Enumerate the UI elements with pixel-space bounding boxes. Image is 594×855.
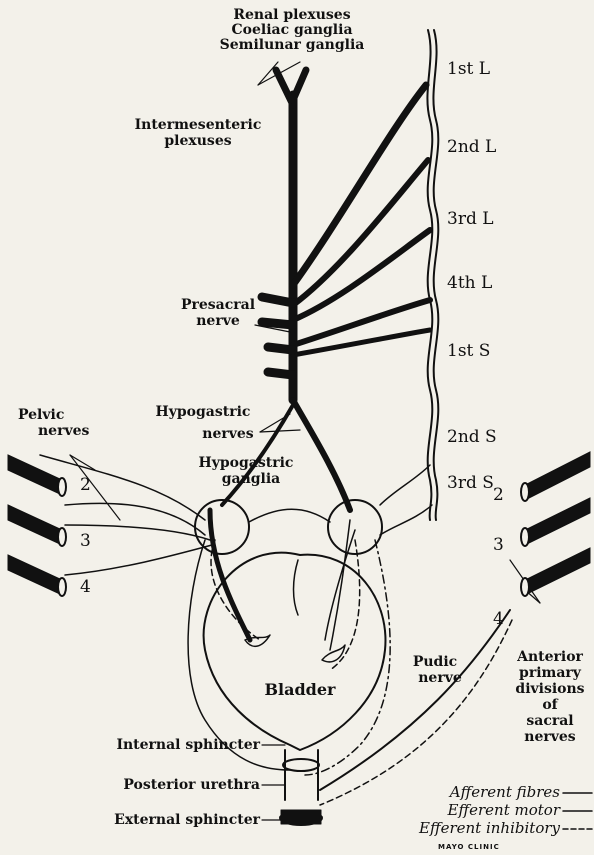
sacral-stump-2 xyxy=(525,452,590,500)
segment-label-1S: 1st S xyxy=(447,344,490,359)
nerve-ganglion-right-to-bladder xyxy=(330,520,350,650)
label-of: of xyxy=(506,698,594,713)
label-posterior-urethra: Posterior urethra xyxy=(70,778,260,793)
sympathetic-chain-left xyxy=(427,30,432,520)
pelvic-stump-3-end xyxy=(58,528,66,546)
segment-label-3L: 3rd L xyxy=(447,212,494,227)
sacral-stump-3 xyxy=(525,498,590,545)
label-pelvic: Pelvic xyxy=(18,408,64,423)
legend-efferent-motor-label: Efferent motor xyxy=(360,803,560,818)
pelvic-stump-4 xyxy=(8,555,62,595)
sympathetic-chain-right xyxy=(433,30,438,520)
sacral-stump-3-end xyxy=(521,528,529,546)
pelvic-number-2: 2 xyxy=(80,478,91,493)
pudic-nerve-solid xyxy=(320,610,510,790)
nerve-left-inner xyxy=(294,560,299,615)
nerve-right-inner xyxy=(325,530,355,640)
segment-label-2L: 2nd L xyxy=(447,140,496,155)
pelvic-number-4: 4 xyxy=(80,580,91,595)
external-sphincter-band xyxy=(281,810,321,824)
lumbar-branch-5 xyxy=(293,330,430,355)
pelvic-loop-outer xyxy=(188,540,290,770)
label-hypogastric-ganglia-1: Hypogastric xyxy=(186,456,306,471)
label-hypogastric: Hypogastric xyxy=(148,405,258,420)
label-hypogastric-ganglia-2: ganglia xyxy=(216,472,286,487)
label-semilunar-ganglia: Semilunar ganglia xyxy=(202,38,382,53)
segment-label-1L: 1st L xyxy=(447,62,490,77)
sacral-stump-4 xyxy=(525,548,590,595)
right-loop-outer xyxy=(305,540,390,775)
sacral-number-4: 4 xyxy=(493,612,504,627)
label-renal-plexuses: Renal plexuses xyxy=(212,8,372,23)
label-divisions: divisions xyxy=(506,682,594,697)
pelvic-number-3: 3 xyxy=(80,534,91,549)
leader-pelvic-2 xyxy=(70,455,120,520)
legend-afferent-label: Afferent fibres xyxy=(360,785,560,800)
sacral-number-3: 3 xyxy=(493,538,504,553)
leader-pelvic-1 xyxy=(70,455,95,470)
pelvic-stump-2 xyxy=(8,455,62,495)
segment-label-3S: 3rd S xyxy=(447,476,494,491)
segment-label-4L: 4th L xyxy=(447,276,492,291)
label-presacral-nerve: nerve xyxy=(168,314,268,329)
right-hypogastric-ganglion xyxy=(328,500,382,554)
label-anterior: Anterior xyxy=(506,650,594,665)
sacral-branch-upper xyxy=(380,465,430,505)
segment-label-2S: 2nd S xyxy=(447,430,497,445)
sacral-number-2: 2 xyxy=(493,488,504,503)
ganglia-connector xyxy=(249,509,330,522)
bladder-outline xyxy=(204,553,386,750)
legend-efferent-inhibitory-label: Efferent inhibitory xyxy=(330,821,560,836)
presacral-lump-4 xyxy=(268,372,293,375)
credit-mark: MAYO CLINIC xyxy=(438,840,500,855)
presacral-lump-3 xyxy=(268,347,293,350)
label-intermesenteric-plexuses: plexuses xyxy=(128,134,268,149)
hypogastric-nerve-right xyxy=(293,400,350,510)
sacral-branch-lower xyxy=(380,505,432,535)
label-internal-sphincter: Internal sphincter xyxy=(70,738,260,753)
label-sacral: sacral xyxy=(506,714,594,729)
top-fork-right xyxy=(293,70,306,100)
label-sacral-nerves: nerves xyxy=(506,730,594,745)
label-pelvic-nerves: nerves xyxy=(38,424,89,439)
label-external-sphincter: External sphincter xyxy=(70,813,260,828)
pelvic-stump-4-end xyxy=(58,578,66,596)
pelvic-stump-3 xyxy=(8,505,62,545)
pelvic-stump-2-end xyxy=(58,478,66,496)
sacral-stump-2-end xyxy=(521,483,529,501)
sacral-stump-4-end xyxy=(521,578,529,596)
label-primary: primary xyxy=(506,666,594,681)
label-presacral: Presacral xyxy=(168,298,268,313)
label-bladder: Bladder xyxy=(250,682,350,697)
label-coeliac-ganglia: Coeliac ganglia xyxy=(212,23,372,38)
label-pudic-nerve: nerve xyxy=(410,671,470,686)
internal-sphincter-ring xyxy=(283,759,319,771)
label-pudic: Pudic xyxy=(405,655,465,670)
label-hypogastric-nerves: nerves xyxy=(188,427,268,442)
label-intermesenteric: Intermesenteric xyxy=(128,118,268,133)
